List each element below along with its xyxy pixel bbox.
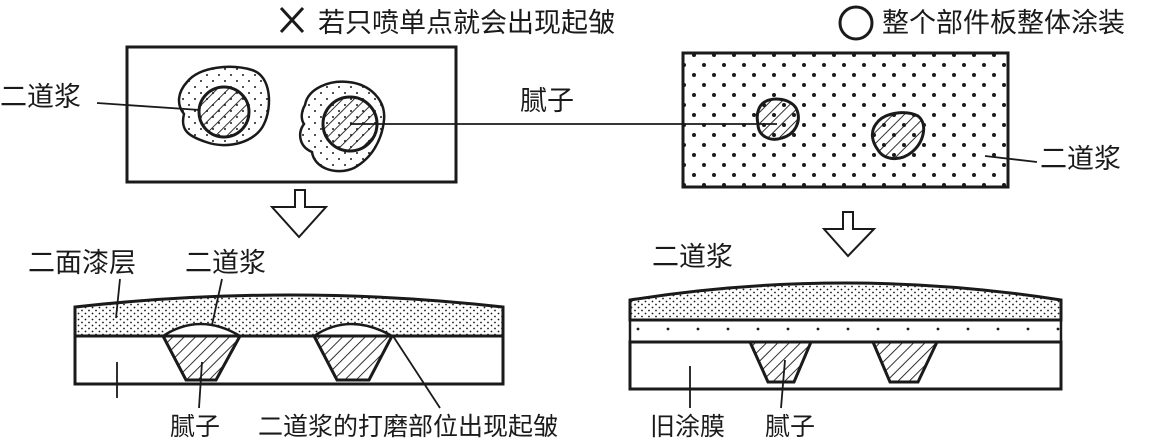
right-header-text: 整个部件板整体涂装 (882, 8, 1125, 39)
topcoat-leader (115, 278, 121, 319)
right-top-panel: 二道浆 (681, 51, 1121, 189)
right-putty-fill-1 (747, 340, 814, 384)
left-section-primer-label: 二道浆 (185, 248, 266, 279)
putty-spot-1 (197, 85, 251, 139)
left-down-arrow-icon (269, 189, 329, 239)
cross-icon (279, 6, 305, 34)
right-putty-spot-1 (755, 97, 800, 141)
left-panel-frame (125, 45, 458, 184)
left-header: 若只喷单点就会出现起皱 (279, 6, 615, 39)
circle-icon (838, 5, 874, 41)
right-substrate (628, 340, 1063, 391)
right-cross-section: 二道浆 旧涂膜 腻子 (628, 242, 1063, 441)
right-down-arrow-icon (821, 211, 877, 258)
left-putty-fill-1 (160, 334, 243, 382)
left-topcoat-label: 二面漆层 (28, 248, 136, 279)
left-putty-leader (198, 361, 203, 409)
right-putty-leader (780, 359, 786, 409)
old-film-label: 旧涂膜 (650, 412, 725, 441)
right-primer-label: 二道浆 (1040, 144, 1121, 175)
right-topcoat-layer (628, 281, 1063, 322)
left-topcoat-layer (73, 293, 505, 338)
left-putty-label: 腻子 (170, 412, 220, 441)
left-header-text: 若只喷单点就会出现起皱 (318, 8, 615, 39)
left-putty-fill-2 (311, 334, 395, 382)
right-putty-label: 腻子 (765, 412, 815, 441)
primer-leader-line (96, 102, 201, 111)
wrinkle-leader (392, 335, 441, 409)
right-header: 整个部件板整体涂装 (838, 5, 1125, 41)
left-primer-label: 二道浆 (0, 82, 81, 113)
section-primer-leader (211, 278, 223, 326)
right-section-primer-label: 二道浆 (652, 242, 733, 273)
left-substrate (73, 334, 505, 386)
right-primer-leader (984, 155, 1038, 163)
right-primer-layer (628, 318, 1063, 344)
left-cross-section: 二面漆层 二道浆 腻子 二道浆的打磨部位出现起皱 (28, 248, 558, 441)
wrinkle-label: 二道浆的打磨部位出现起皱 (258, 412, 558, 441)
center-putty-label: 腻子 (520, 86, 574, 117)
right-panel-frame (681, 51, 1010, 189)
right-putty-fill-2 (870, 340, 940, 384)
right-putty-spot-2 (870, 111, 926, 160)
left-top-panel: 二道浆 (0, 45, 458, 184)
